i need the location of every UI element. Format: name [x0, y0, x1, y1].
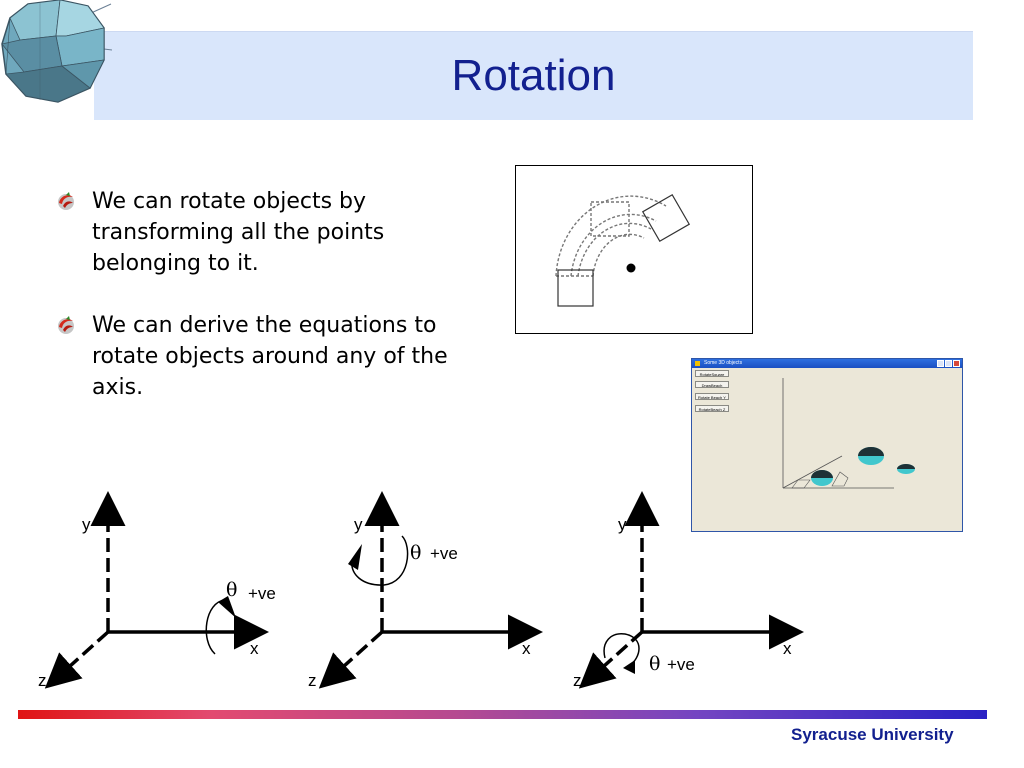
sign-label: +ve: [667, 655, 695, 674]
rotate-square-button[interactable]: RotateSquare: [695, 370, 729, 377]
title-band: [94, 31, 973, 120]
minimize-icon[interactable]: [937, 360, 944, 367]
y-label: y: [82, 515, 91, 534]
rotation-arrow-icon: [348, 544, 362, 570]
bullet-text: We can rotate objects by transforming al…: [92, 189, 385, 276]
footer-gradient-bar: [18, 710, 987, 719]
3d-scene-canvas: [782, 378, 915, 489]
window-titlebar[interactable]: Some 3D objects: [692, 359, 962, 368]
rotation-arrow-icon: [623, 660, 635, 674]
red-swirl-bullet-icon: [58, 192, 74, 210]
theta-label: θ: [410, 542, 421, 564]
app-window: Some 3D objects RotateSquare DrawBeach R…: [691, 358, 963, 532]
y-label: y: [618, 515, 627, 534]
axis-diagram-z-rotation: y x z θ +ve: [573, 491, 804, 690]
footer-university: Syracuse University: [791, 725, 954, 744]
rotation-arrow-icon: [218, 596, 236, 618]
z-label: z: [308, 671, 317, 690]
rotation-arc: [205, 599, 226, 655]
red-swirl-bullet-icon: [58, 316, 74, 334]
draw-beach-button[interactable]: DrawBeach: [695, 381, 729, 388]
slide-title: Rotation: [451, 51, 616, 100]
axis-diagram-y-rotation: y x z θ +ve: [308, 491, 543, 690]
rotate-beach-z-button[interactable]: RotateBeach Z: [695, 405, 729, 412]
z-label: z: [38, 671, 47, 690]
bullet-list: We can rotate objects by transforming al…: [56, 186, 476, 434]
theta-label: θ: [226, 579, 237, 601]
maximize-icon[interactable]: [945, 360, 952, 367]
window-controls: [937, 360, 960, 367]
theta-label: θ: [649, 653, 660, 675]
rotation-arc: [603, 633, 640, 667]
rotate-beach-y-button[interactable]: Rotate Beach Y: [695, 393, 729, 400]
axis-diagram-x-rotation: y x z θ +ve: [38, 491, 276, 690]
x-label: x: [783, 639, 792, 658]
rotating-square-diagram: [555, 193, 691, 307]
faceted-sphere-icon: [1, 0, 112, 103]
bullet-item: We can derive the equations to rotate ob…: [56, 310, 476, 403]
z-axis: [44, 630, 110, 689]
bullet-text: We can derive the equations to rotate ob…: [92, 313, 448, 400]
bullet-item: We can rotate objects by transforming al…: [56, 186, 476, 279]
close-icon[interactable]: [953, 360, 960, 367]
app-icon: [695, 361, 700, 366]
rotation-arc: [351, 535, 409, 586]
x-label: x: [250, 639, 259, 658]
y-label: y: [354, 515, 363, 534]
sign-label: +ve: [430, 544, 458, 563]
z-label: z: [573, 671, 582, 690]
x-label: x: [522, 639, 531, 658]
rotation-illustration: [515, 165, 753, 334]
sign-label: +ve: [248, 584, 276, 603]
z-axis: [318, 630, 384, 689]
z-axis: [578, 630, 644, 689]
window-title: Some 3D objects: [704, 360, 743, 366]
